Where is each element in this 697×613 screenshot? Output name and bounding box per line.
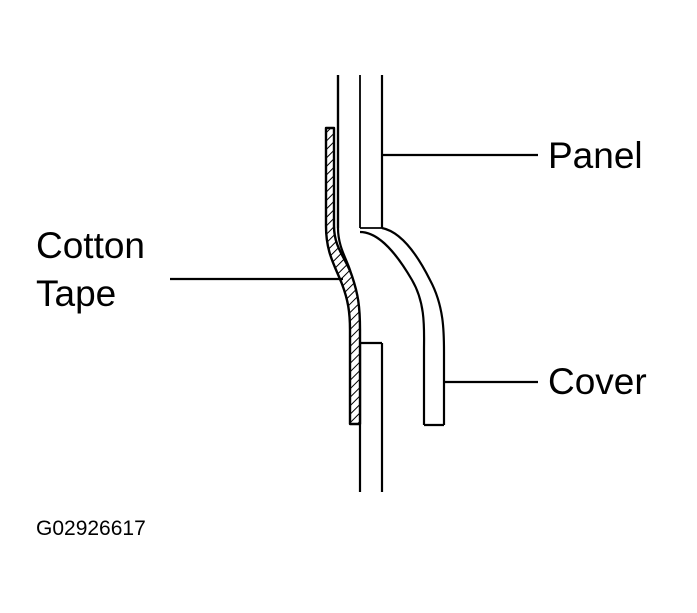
panel-lower [358,341,384,492]
cotton-tape-label-line2: Tape [36,273,117,314]
cover-label: Cover [548,361,647,402]
panel-label: Panel [548,135,643,176]
cotton-tape-label-line1: Cotton [36,225,146,266]
panel-upper-thick [359,75,382,229]
cotton-tape-label: Cotton Tape [36,222,145,318]
figure-code: G02926617 [36,517,146,540]
cotton-tape [324,126,362,426]
